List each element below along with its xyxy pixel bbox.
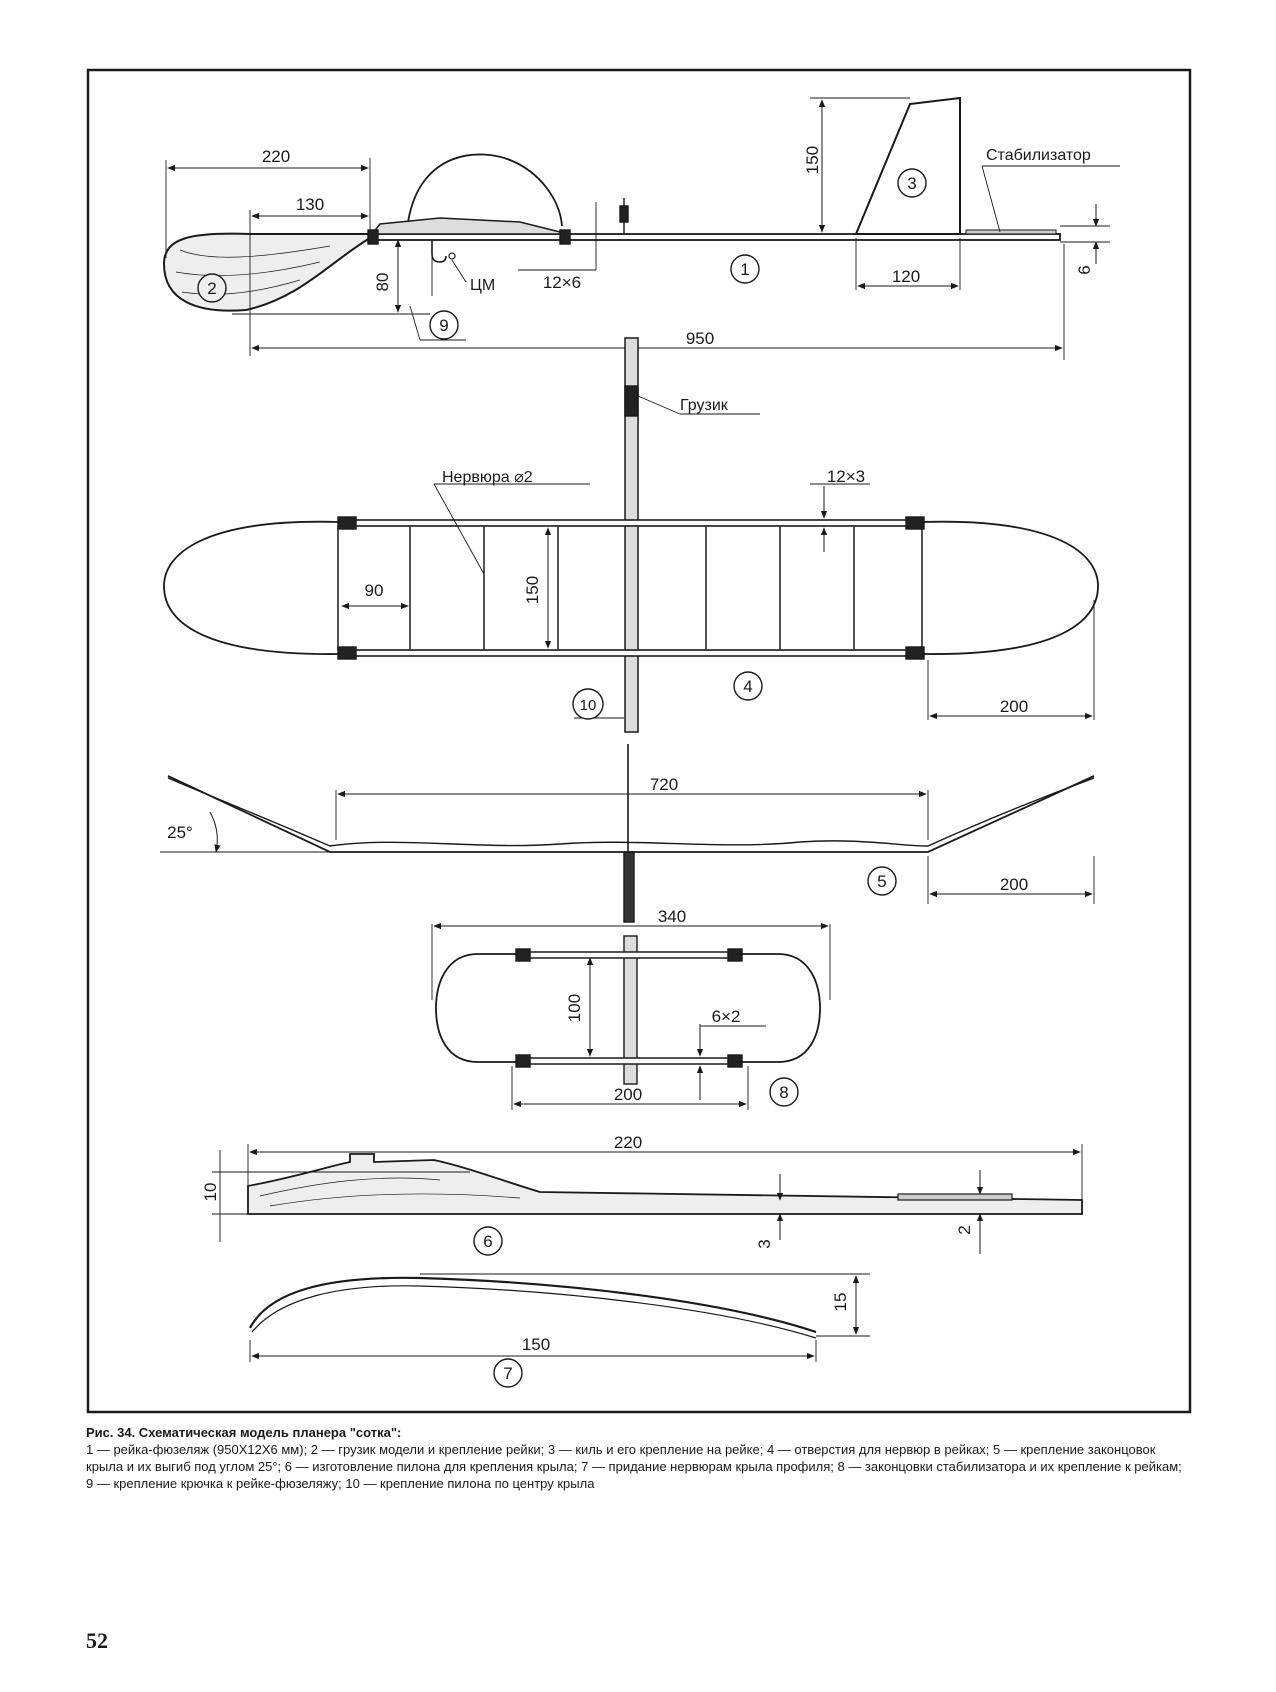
caption-body: 1 — рейка-фюзеляж (950Х12Х6 мм); 2 — гру… [86,1442,1182,1491]
dim-6x2: 6×2 [712,1007,741,1026]
dim-150-fin: 150 [803,146,822,174]
marker-2: 2 [207,279,216,298]
marker-1: 1 [740,260,749,279]
marker-5: 5 [877,872,886,891]
center-rail [624,337,639,733]
dim-720: 720 [650,775,678,794]
dim-950: 950 [686,329,714,348]
pylon-view [212,1144,1083,1254]
label-stabilizer: Стабилизатор [986,147,1091,164]
dim-150-wing: 150 [523,576,542,604]
dim-220-top: 220 [262,147,290,166]
wing-front-view [160,744,1095,923]
marker-8: 8 [779,1083,788,1102]
label-weight: Грузик [680,397,729,414]
dim-15: 15 [831,1293,850,1312]
dim-340: 340 [658,907,686,926]
dim-3: 3 [755,1239,774,1248]
figure-caption: Рис. 34. Схематическая модель планера "с… [86,1424,1190,1492]
side-view [162,96,1120,360]
dim-100: 100 [565,994,584,1022]
rib-profile-view [249,1273,870,1362]
dim-130: 130 [296,195,324,214]
dim-90: 90 [365,581,384,600]
dim-10: 10 [201,1183,220,1202]
stabilizer-view [431,922,831,1110]
dim-80: 80 [373,273,392,292]
dim-6: 6 [1075,265,1094,274]
figure: 220 130 80 12×6 150 120 6 950 12×3 90 15… [86,68,1192,1414]
dim-200-dihedral: 200 [1000,875,1028,894]
dim-12x6: 12×6 [543,273,581,292]
marker-6: 6 [483,1232,492,1251]
dimension-labels: 220 130 80 12×6 150 120 6 950 12×3 90 15… [167,146,1094,1354]
fin [854,96,961,235]
marker-7: 7 [503,1364,512,1383]
dim-2: 2 [955,1225,974,1234]
dim-150-rib: 150 [522,1335,550,1354]
dim-220-pylon: 220 [614,1133,642,1152]
dim-200-stab: 200 [614,1085,642,1104]
marker-4: 4 [743,677,752,696]
caption-title: Рис. 34. Схематическая модель планера "с… [86,1425,402,1440]
dim-25-deg: 25° [167,823,193,842]
dim-120: 120 [892,267,920,286]
part-markers: 1 2 3 4 5 6 7 8 9 10 [197,168,927,1388]
dim-200-wing: 200 [1000,697,1028,716]
wing-top-view [163,337,1099,733]
marker-3: 3 [907,174,916,193]
marker-10: 10 [580,697,597,714]
frame-border [86,68,1192,1414]
dim-12x3: 12×3 [827,467,865,486]
drawing: 220 130 80 12×6 150 120 6 950 12×3 90 15… [86,68,1192,1414]
label-rib: Нервюра ⌀2 [442,469,533,486]
page-number: 52 [86,1628,108,1653]
marker-9: 9 [439,316,448,335]
label-cm: ЦМ [470,277,495,294]
name-labels: Стабилизатор ЦМ Грузик Нервюра ⌀2 [442,147,1091,486]
